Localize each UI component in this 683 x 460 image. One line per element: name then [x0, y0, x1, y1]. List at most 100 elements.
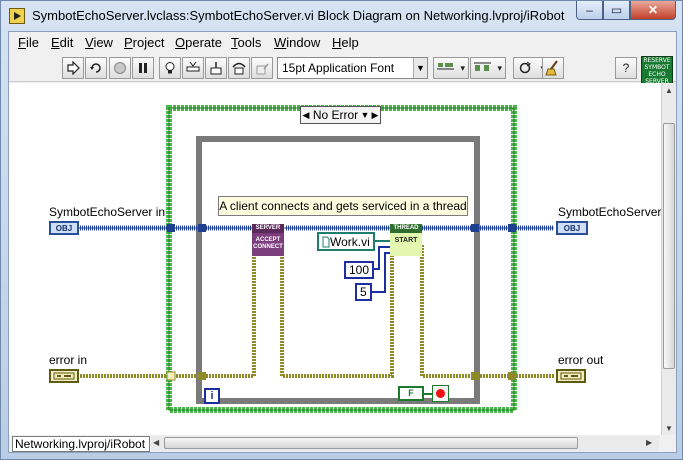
step-into-button[interactable]: [205, 57, 227, 79]
menu-help[interactable]: Help: [332, 35, 359, 50]
maximize-button[interactable]: ▭: [603, 1, 630, 20]
case-structure-outline: [168, 107, 515, 411]
subvi-thread-body: START: [390, 233, 422, 256]
error-cluster-icon: [53, 372, 75, 380]
subvi-server-header: SERVER: [252, 224, 284, 233]
accept-connection-subvi[interactable]: SERVER ACCEPT CONNECT: [252, 224, 284, 256]
menu-tools[interactable]: Tools: [231, 35, 261, 50]
menu-tools-label: ools: [237, 35, 262, 50]
window-client: File Edit View Project Operate Tools Win…: [8, 31, 677, 453]
case-selector[interactable]: ◀ No Error ▼ ▶: [300, 106, 381, 124]
scroll-left-icon[interactable]: ◀: [153, 438, 160, 447]
constant-100-wire: [371, 246, 390, 270]
error-out-terminal[interactable]: [556, 369, 586, 383]
pause-button[interactable]: [132, 57, 154, 79]
menu-project-hotkey: P: [124, 35, 133, 50]
run-button[interactable]: [62, 57, 84, 79]
case-decrement-icon[interactable]: ◀: [302, 109, 310, 120]
vertical-scrollbar[interactable]: ▲ ▼: [661, 83, 676, 435]
loop-stop-condition-icon[interactable]: [432, 385, 449, 402]
align-objects-button[interactable]: [433, 57, 469, 79]
run-arrow-icon: [67, 61, 80, 75]
menu-view[interactable]: View: [85, 35, 113, 50]
boolean-false-constant[interactable]: F: [398, 386, 424, 401]
menu-edit-hotkey: E: [51, 35, 60, 50]
retain-wire-values-button[interactable]: [182, 57, 204, 79]
menu-edit[interactable]: Edit: [51, 35, 73, 50]
close-button[interactable]: ✕: [630, 1, 676, 20]
error-in-label: error in: [49, 353, 88, 367]
distribute-objects-button[interactable]: [470, 57, 506, 79]
connector-pane-line: RESERVE: [643, 57, 671, 64]
scroll-down-icon[interactable]: ▼: [665, 424, 673, 433]
menu-operate[interactable]: Operate: [175, 35, 222, 50]
step-over-icon: [232, 62, 246, 75]
menu-bar: File Edit View Project Operate Tools Win…: [9, 32, 676, 54]
run-continuously-button[interactable]: [85, 57, 107, 79]
scroll-up-icon[interactable]: ▲: [665, 86, 673, 95]
case-tunnel-error-out: [508, 372, 516, 380]
error-in-terminal[interactable]: [49, 369, 79, 383]
case-dropdown-icon[interactable]: ▼: [360, 110, 370, 120]
diagram-toolbar: 15pt Application Font ▼ ? RESERVE SYMBOT: [9, 54, 676, 102]
step-out-button[interactable]: [251, 57, 273, 79]
help-question-icon: ?: [622, 61, 630, 75]
menu-view-hotkey: V: [85, 35, 94, 50]
constant-5-wire: [371, 252, 390, 293]
menu-view-label: iew: [93, 35, 113, 50]
work-vi-path-constant[interactable]: Work.vi: [317, 232, 375, 251]
menu-file-hotkey: F: [18, 35, 26, 50]
context-help-button[interactable]: ?: [615, 57, 637, 79]
minimize-button[interactable]: –: [576, 1, 603, 20]
diagram-comment[interactable]: A client connects and gets serviced in a…: [218, 196, 468, 216]
error-out-label: error out: [558, 353, 604, 367]
start-thread-subvi[interactable]: THREAD START: [390, 224, 422, 256]
connector-pane-line: SYMBOT: [644, 64, 670, 71]
menu-operate-hotkey: O: [175, 35, 186, 50]
class-in-terminal[interactable]: OBJ: [49, 221, 79, 235]
scroll-right-icon[interactable]: ▶: [646, 438, 653, 447]
block-diagram-canvas[interactable]: SymbotEchoServer in OBJ SymbotEchoServer…: [9, 83, 661, 435]
font-selector-value: 15pt Application Font: [282, 61, 395, 75]
numeric-constant-100[interactable]: 100: [344, 261, 375, 279]
distribute-objects-icon: [474, 62, 491, 71]
highlight-execution-button[interactable]: [159, 57, 181, 79]
title-bar[interactable]: SymbotEchoServer.lvclass:SymbotEchoServe…: [1, 1, 682, 31]
align-objects-icon: [437, 63, 454, 70]
menu-window-label: indow: [286, 35, 321, 50]
work-vi-path-value: Work.vi: [330, 234, 370, 249]
lightbulb-icon: [165, 62, 175, 74]
menu-file[interactable]: File: [18, 35, 39, 50]
case-structure-frame[interactable]: [166, 105, 517, 413]
menu-edit-label: dit: [59, 35, 74, 50]
while-loop-frame[interactable]: [196, 136, 480, 404]
loop-tunnel-class-out: [471, 224, 479, 232]
vertical-scroll-thumb[interactable]: [663, 123, 675, 369]
error-wire[interactable]: [74, 245, 554, 378]
boolean-false-value: F: [408, 388, 414, 398]
labview-app-icon: [9, 8, 25, 24]
menu-window[interactable]: Window: [274, 35, 320, 50]
status-bar: Networking.lvproj/iRobot ◀ ▶: [9, 435, 676, 452]
class-out-terminal[interactable]: OBJ: [556, 221, 588, 235]
subvi-server-body: ACCEPT CONNECT: [252, 233, 284, 256]
horizontal-scroll-thumb[interactable]: [164, 437, 578, 449]
connector-pane-line: SERVER: [645, 78, 669, 85]
menu-project[interactable]: Project: [124, 35, 164, 50]
class-in-label: SymbotEchoServer in: [49, 205, 166, 219]
clean-up-broom-icon: [545, 60, 558, 76]
case-selector-value: No Error: [312, 108, 359, 122]
menu-tools-hotkey: T: [231, 35, 238, 50]
step-out-icon: [256, 63, 269, 75]
abort-button[interactable]: [109, 57, 131, 79]
horizontal-scrollbar[interactable]: ◀ ▶: [151, 436, 659, 451]
step-over-button[interactable]: [228, 57, 250, 79]
font-selector[interactable]: 15pt Application Font ▼: [277, 57, 428, 79]
project-path-field[interactable]: Networking.lvproj/iRobot: [12, 436, 150, 452]
case-increment-icon[interactable]: ▶: [371, 109, 379, 120]
pause-icon: [139, 63, 147, 73]
step-into-icon: [210, 62, 222, 75]
iteration-terminal[interactable]: i: [204, 388, 220, 404]
clean-up-diagram-button[interactable]: [542, 57, 564, 79]
numeric-constant-5[interactable]: 5: [355, 283, 372, 301]
